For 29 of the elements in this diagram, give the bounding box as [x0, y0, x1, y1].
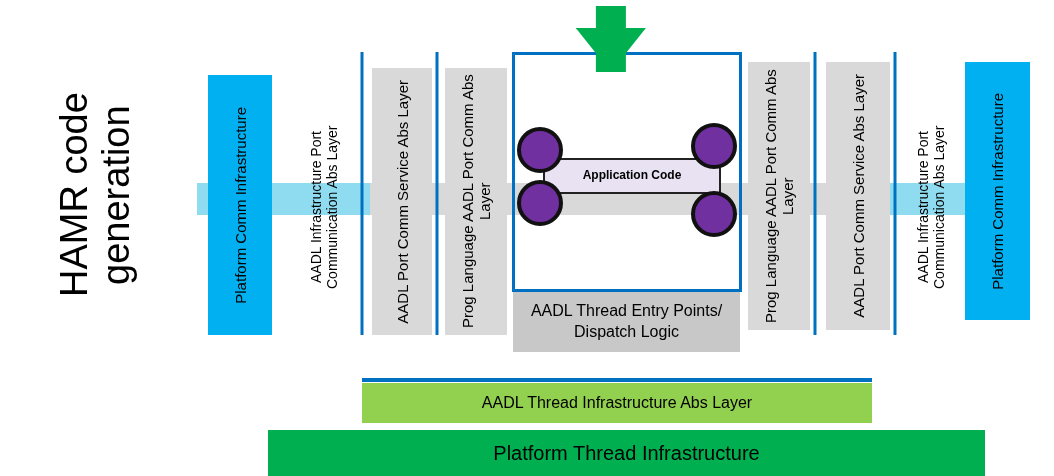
- layer-box: [513, 292, 740, 352]
- layer-box: [965, 62, 1030, 320]
- port-circle: [691, 191, 737, 237]
- layer-label: Platform Comm Infrastructure: [231, 106, 249, 304]
- port-circle: [691, 123, 737, 169]
- layer-label: Platform Comm Infrastructure: [989, 92, 1006, 290]
- layer-label: AADL Thread Infrastructure Abs Layer: [480, 392, 754, 413]
- layer-label: AADL Thread Entry Points/ Dispatch Logic: [529, 301, 724, 342]
- port-circle: [517, 127, 563, 173]
- layer-label: AADL Port Comm Service Abs Layer: [393, 79, 411, 324]
- code-box: [543, 158, 721, 194]
- layer-box: [372, 68, 432, 335]
- diagram-heading: HAMR code generation: [53, 91, 137, 300]
- layer-label: Prog Language AADL Port Comm Abs Layer: [762, 68, 796, 325]
- layer-box: [362, 383, 872, 423]
- layer-label: AADL Infrastructure Port Communication Abs Layer: [308, 124, 340, 292]
- arrow: [575, 6, 646, 72]
- layer-label: Platform Thread Infrastructure: [492, 441, 761, 466]
- layer-box: [748, 62, 810, 330]
- layer-box: [445, 68, 507, 335]
- layer-label: Prog Language AADL Port Comm Abs Layer: [459, 73, 493, 330]
- port-circle: [517, 180, 563, 226]
- layer-box: [268, 430, 985, 476]
- layer-box: [208, 75, 272, 335]
- thread-container: [512, 52, 742, 292]
- layer-label: AADL Port Comm Service Abs Layer: [849, 74, 867, 318]
- layer-label: Application Code: [581, 168, 683, 184]
- layer-label: AADL Infrastructure Port Communication Abs Layer: [915, 124, 947, 292]
- layer-box: [826, 62, 890, 330]
